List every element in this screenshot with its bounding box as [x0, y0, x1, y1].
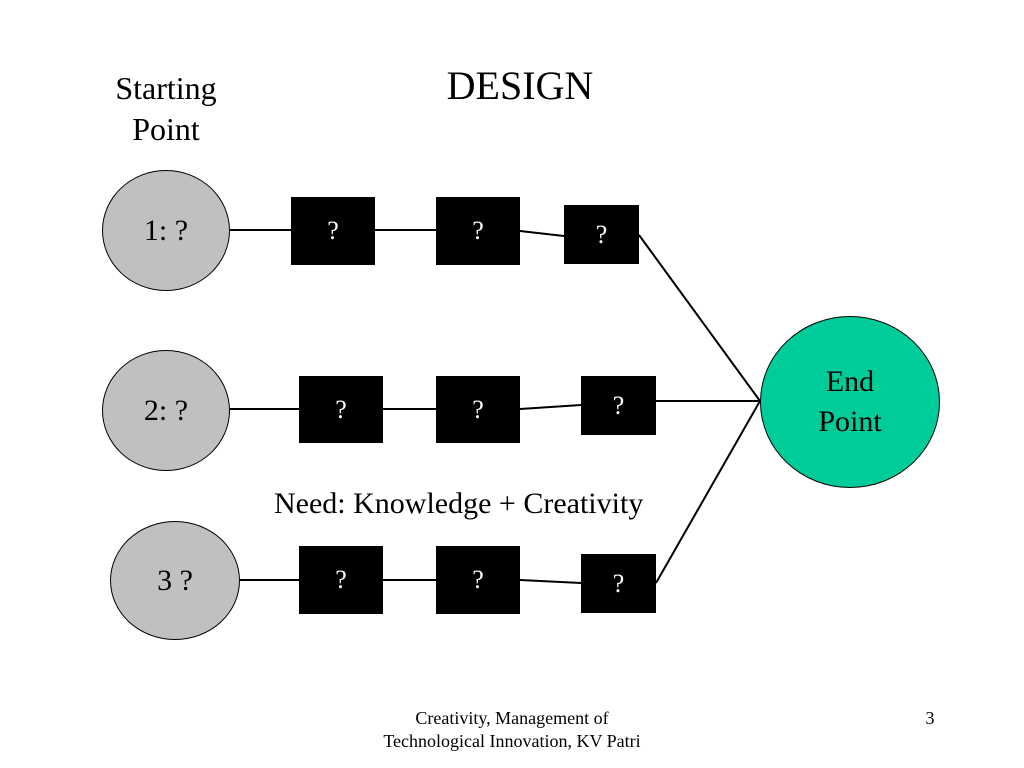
connector-line	[519, 579, 582, 584]
step-box: ?	[436, 376, 520, 443]
step-box: ?	[436, 197, 520, 265]
start-node-2: 2: ?	[102, 350, 230, 471]
step-box: ?	[581, 376, 656, 435]
starting-point-label-line1: Starting	[115, 70, 217, 106]
need-caption: Need: Knowledge + Creativity	[274, 487, 644, 520]
end-node: End Point	[760, 316, 940, 488]
step-box: ?	[564, 205, 639, 264]
slide-title: DESIGN	[446, 63, 594, 108]
start-node-1: 1: ?	[102, 170, 230, 291]
starting-point-label: Starting Point	[96, 68, 236, 150]
page-number: 3	[925, 708, 935, 728]
connector-line	[519, 230, 565, 237]
end-node-line1: End	[825, 365, 875, 398]
footer-line2: Technological Innovation, KV Patri	[383, 731, 641, 751]
footer-line1: Creativity, Management of	[415, 708, 609, 728]
starting-point-label-line2: Point	[132, 111, 200, 147]
step-box: ?	[299, 376, 383, 443]
connector-line	[519, 404, 582, 410]
connector-line	[638, 234, 761, 402]
step-box: ?	[436, 546, 520, 614]
step-box: ?	[291, 197, 375, 265]
connector-line	[655, 400, 761, 584]
slide-footer: Creativity, Management of Technological …	[352, 707, 672, 753]
start-node-3: 3 ?	[110, 521, 240, 640]
step-box: ?	[581, 554, 656, 613]
step-box: ?	[299, 546, 383, 614]
end-node-line2: Point	[818, 405, 882, 438]
